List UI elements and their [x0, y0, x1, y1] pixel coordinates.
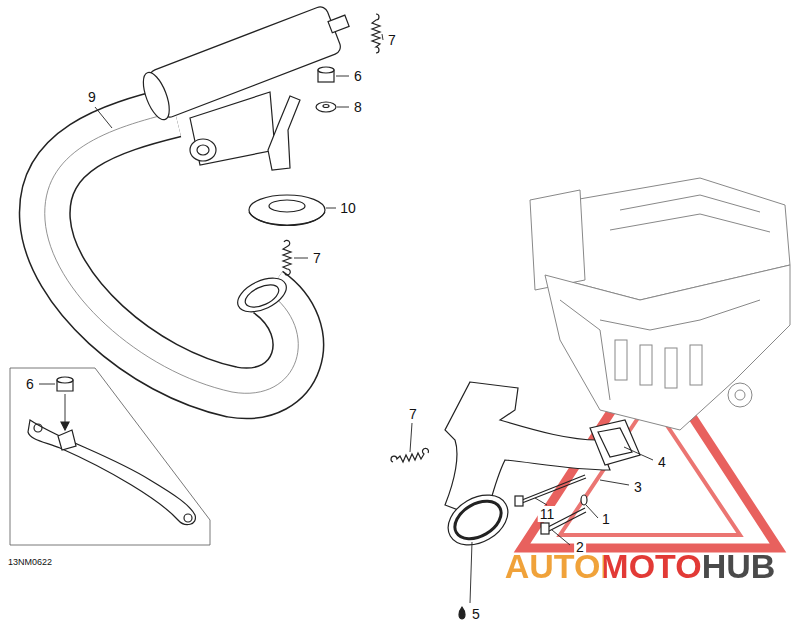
watermark: AUTOMOTOHUB: [502, 549, 779, 583]
arrowhead: [61, 422, 69, 430]
callout-number: 6: [24, 376, 36, 392]
callout-number: 3: [632, 479, 644, 495]
callout-number: 7: [407, 406, 419, 422]
bolt-head: [541, 523, 549, 534]
muffler-bushing: [190, 139, 216, 161]
bolt: [522, 475, 586, 503]
engine: [530, 178, 790, 430]
outlet-pipe: [268, 96, 300, 170]
muffler-bracket: [190, 92, 275, 165]
tuned-pipe-seam: [45, 112, 299, 393]
bolt-head: [515, 496, 523, 506]
callout-number: 8: [352, 99, 364, 115]
manifold-outlet: [439, 485, 516, 555]
strap-hole: [34, 424, 42, 432]
callout-number: 7: [386, 32, 398, 48]
callout-number: 11: [538, 506, 557, 522]
leader-lines: [39, 34, 653, 603]
pipe-inlet: [233, 271, 292, 318]
figure-code: 13NM0622: [6, 557, 54, 568]
spring: [283, 240, 291, 275]
callout-number: 5: [470, 606, 482, 622]
grommet-hole: [269, 200, 305, 212]
callout-number: 4: [656, 454, 668, 470]
callout-number: 6: [352, 68, 364, 84]
grommet-rim: [249, 212, 325, 226]
rubber-mount-top: [57, 377, 73, 383]
outlet-seal: [448, 494, 507, 547]
inset-frame: [10, 368, 95, 369]
washer: [316, 102, 336, 112]
washer-hole: [323, 105, 329, 108]
callout-number: 9: [86, 89, 98, 105]
pipe-inlet-inner: [242, 280, 282, 312]
oil-drop-symbol: [459, 607, 465, 619]
rubber-mount-top: [318, 67, 334, 73]
muffler-bushing-hole: [197, 145, 209, 155]
callout-number: 10: [338, 200, 358, 216]
inset-frame: [10, 368, 210, 545]
gasket: [598, 428, 632, 457]
callout-number: 7: [311, 250, 323, 266]
spring: [372, 14, 380, 53]
tuned-pipe-body: [45, 112, 299, 393]
callout-number: 1: [600, 511, 612, 527]
strap-hole: [184, 514, 192, 522]
grommet: [249, 195, 325, 225]
manifold-flange: [590, 420, 640, 465]
tuned-pipe-outline: [45, 112, 299, 393]
washer: [581, 495, 587, 505]
strap-tab: [58, 430, 76, 450]
support-strap: [28, 420, 195, 525]
